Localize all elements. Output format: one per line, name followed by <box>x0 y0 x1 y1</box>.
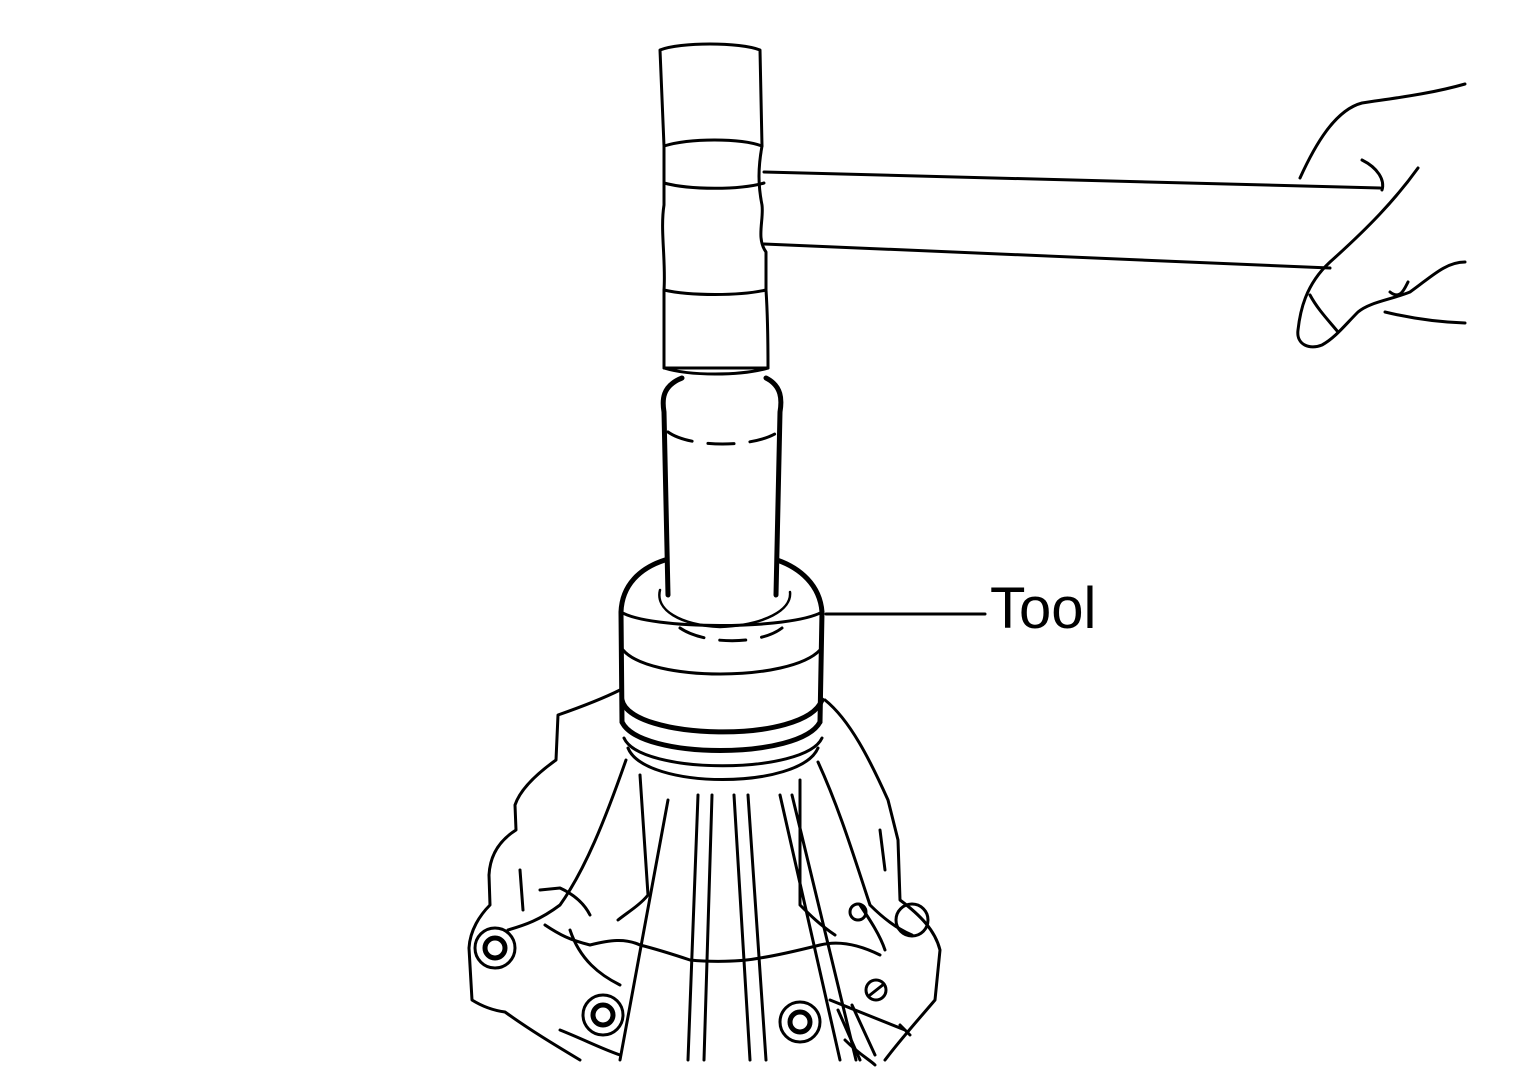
hammer-handle <box>762 170 1382 270</box>
bolt-boss <box>864 978 888 1002</box>
bolt-boss <box>473 926 517 970</box>
callout-label-tool: Tool <box>990 576 1097 641</box>
bolt-hole <box>590 1002 616 1028</box>
bolt-boss <box>581 993 625 1037</box>
bolt-boss <box>778 1000 822 1044</box>
hammer-head <box>658 42 770 370</box>
hand <box>1296 82 1467 349</box>
bolt-hole <box>482 935 508 961</box>
installer-tool <box>618 375 825 725</box>
bolt-boss <box>894 902 930 938</box>
seal-ring <box>619 697 825 781</box>
bolt-hole <box>787 1009 813 1035</box>
bolt-boss <box>848 902 868 922</box>
hammer <box>658 42 1382 376</box>
case-housing <box>467 688 942 1067</box>
